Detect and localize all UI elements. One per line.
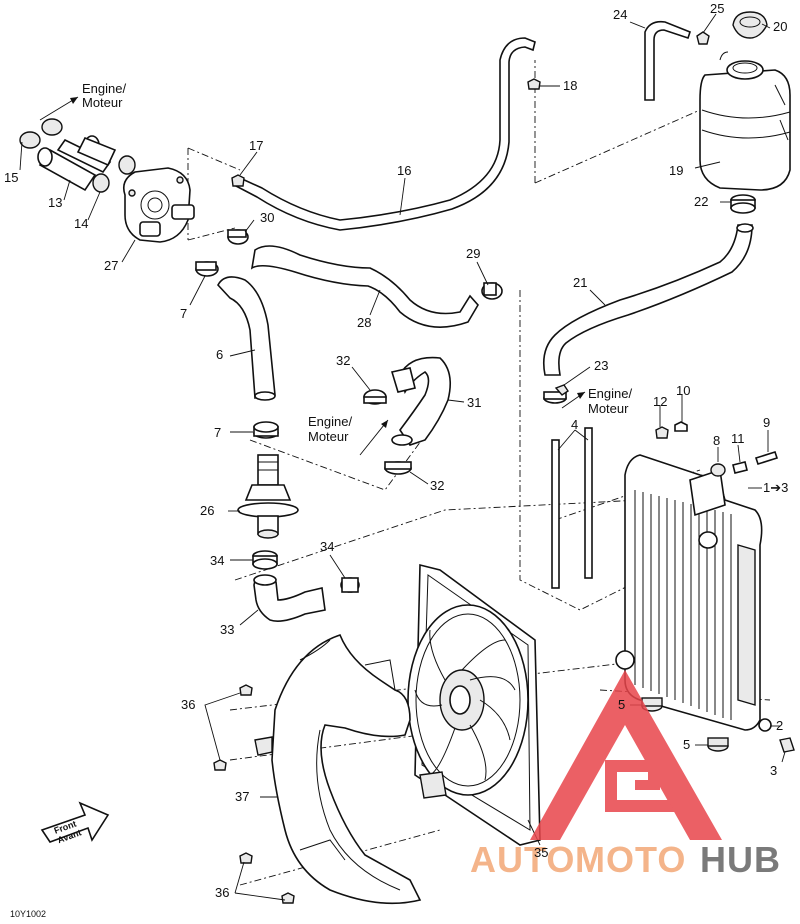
clamp-17: [231, 174, 245, 187]
callout-7b: 7: [214, 425, 221, 440]
thermostat-26: [237, 454, 299, 539]
engine-arrows: [39, 96, 586, 456]
callout-8: 8: [713, 433, 720, 448]
seal-strips-4: [551, 427, 593, 589]
callout-18: 18: [563, 78, 577, 93]
callout-33: 33: [220, 622, 234, 637]
clamps-32: [363, 389, 412, 475]
clamp-30: [227, 229, 249, 245]
watermark-triangle: [530, 670, 722, 840]
callout-numbers: 24 25 20 18 19 22 21 23 15 13 14 27 17 1…: [4, 1, 788, 900]
callout-26: 26: [200, 503, 214, 518]
tank-cap: [732, 11, 768, 39]
callout-2: 2: [776, 718, 783, 733]
callout-31: 31: [467, 395, 481, 410]
callout-32a: 32: [336, 353, 350, 368]
engine-label-line2: Moteur: [308, 429, 349, 444]
callout-11: 11: [731, 431, 745, 446]
clamps-7: [195, 261, 279, 439]
callout-9: 9: [763, 415, 770, 430]
callout-6: 6: [216, 347, 223, 362]
callout-15: 15: [4, 170, 18, 185]
callout-34a: 34: [210, 553, 224, 568]
callout-7a: 7: [180, 306, 187, 321]
callout-21: 21: [573, 275, 587, 290]
callout-5a: 5: [618, 697, 625, 712]
clamp-23: [543, 384, 569, 404]
hose-16: [234, 37, 536, 231]
callout-27: 27: [104, 258, 118, 273]
callout-3: 3: [770, 763, 777, 778]
callout-32b: 32: [430, 478, 444, 493]
engine-label-1: Engine/ Moteur: [82, 81, 126, 110]
hose-6: [217, 276, 276, 401]
callout-4: 4: [571, 417, 578, 432]
callout-36a: 36: [181, 697, 195, 712]
hose-21: [542, 223, 754, 376]
callout-19: 19: [669, 163, 683, 178]
engine-label-line2: Moteur: [82, 95, 123, 110]
fan-assembly: [407, 563, 541, 846]
callout-34b: 34: [320, 539, 334, 554]
callout-25: 25: [710, 1, 724, 16]
callout-28: 28: [357, 315, 371, 330]
engine-label-line2: Moteur: [588, 401, 629, 416]
thermostat-housing: [122, 167, 195, 243]
callout-14: 14: [74, 216, 88, 231]
clamp-25: [696, 31, 710, 45]
leader-lines: [19, 13, 786, 901]
air-duct-37: [254, 634, 422, 905]
engine-label-line1: Engine/: [588, 386, 632, 401]
hose-28: [250, 245, 479, 328]
callout-12: 12: [653, 394, 667, 409]
callout-29: 29: [466, 246, 480, 261]
expansion-tank: [699, 51, 791, 191]
watermark-text-hub: HUB: [700, 839, 781, 880]
callout-24: 24: [613, 7, 627, 22]
rubber-mounts-5: [641, 697, 729, 752]
screws-36: [213, 684, 295, 904]
callout-20: 20: [773, 19, 787, 34]
callout-1-3: 1➔3: [763, 480, 788, 495]
front-direction-arrow: [40, 801, 110, 843]
clamp-29: [481, 282, 503, 300]
figure-id: 10Y1002: [10, 909, 46, 919]
engine-label-3: Engine/ Moteur: [588, 386, 632, 416]
clamps-15: [19, 118, 63, 149]
callout-37: 37: [235, 789, 249, 804]
callout-30: 30: [260, 210, 274, 225]
callout-23: 23: [594, 358, 608, 373]
clamps-34: [252, 550, 360, 593]
callout-22: 22: [694, 194, 708, 209]
clamps-14: [92, 155, 136, 193]
watermark-logo: [530, 670, 722, 840]
engine-label-line1: Engine/: [82, 81, 126, 96]
radiator-hardware: [655, 421, 795, 753]
nut-18: [527, 78, 541, 90]
callout-5b: 5: [683, 737, 690, 752]
callout-10: 10: [676, 383, 690, 398]
callout-13: 13: [48, 195, 62, 210]
callout-17: 17: [249, 138, 263, 153]
callout-16: 16: [397, 163, 411, 178]
watermark-text-moto: MOTO: [575, 839, 686, 880]
radiator: [615, 454, 763, 731]
hose-33: [253, 574, 326, 622]
hose-31: [390, 356, 451, 446]
engine-label-2: Engine/ Moteur: [308, 414, 352, 444]
callout-35: 35: [534, 845, 548, 860]
callout-36b: 36: [215, 885, 229, 900]
watermark-text-auto: AUTO: [470, 839, 575, 880]
overflow-hose: [644, 20, 691, 101]
engine-label-line1: Engine/: [308, 414, 352, 429]
hose-13: [37, 135, 117, 192]
clamp-22: [730, 194, 756, 214]
